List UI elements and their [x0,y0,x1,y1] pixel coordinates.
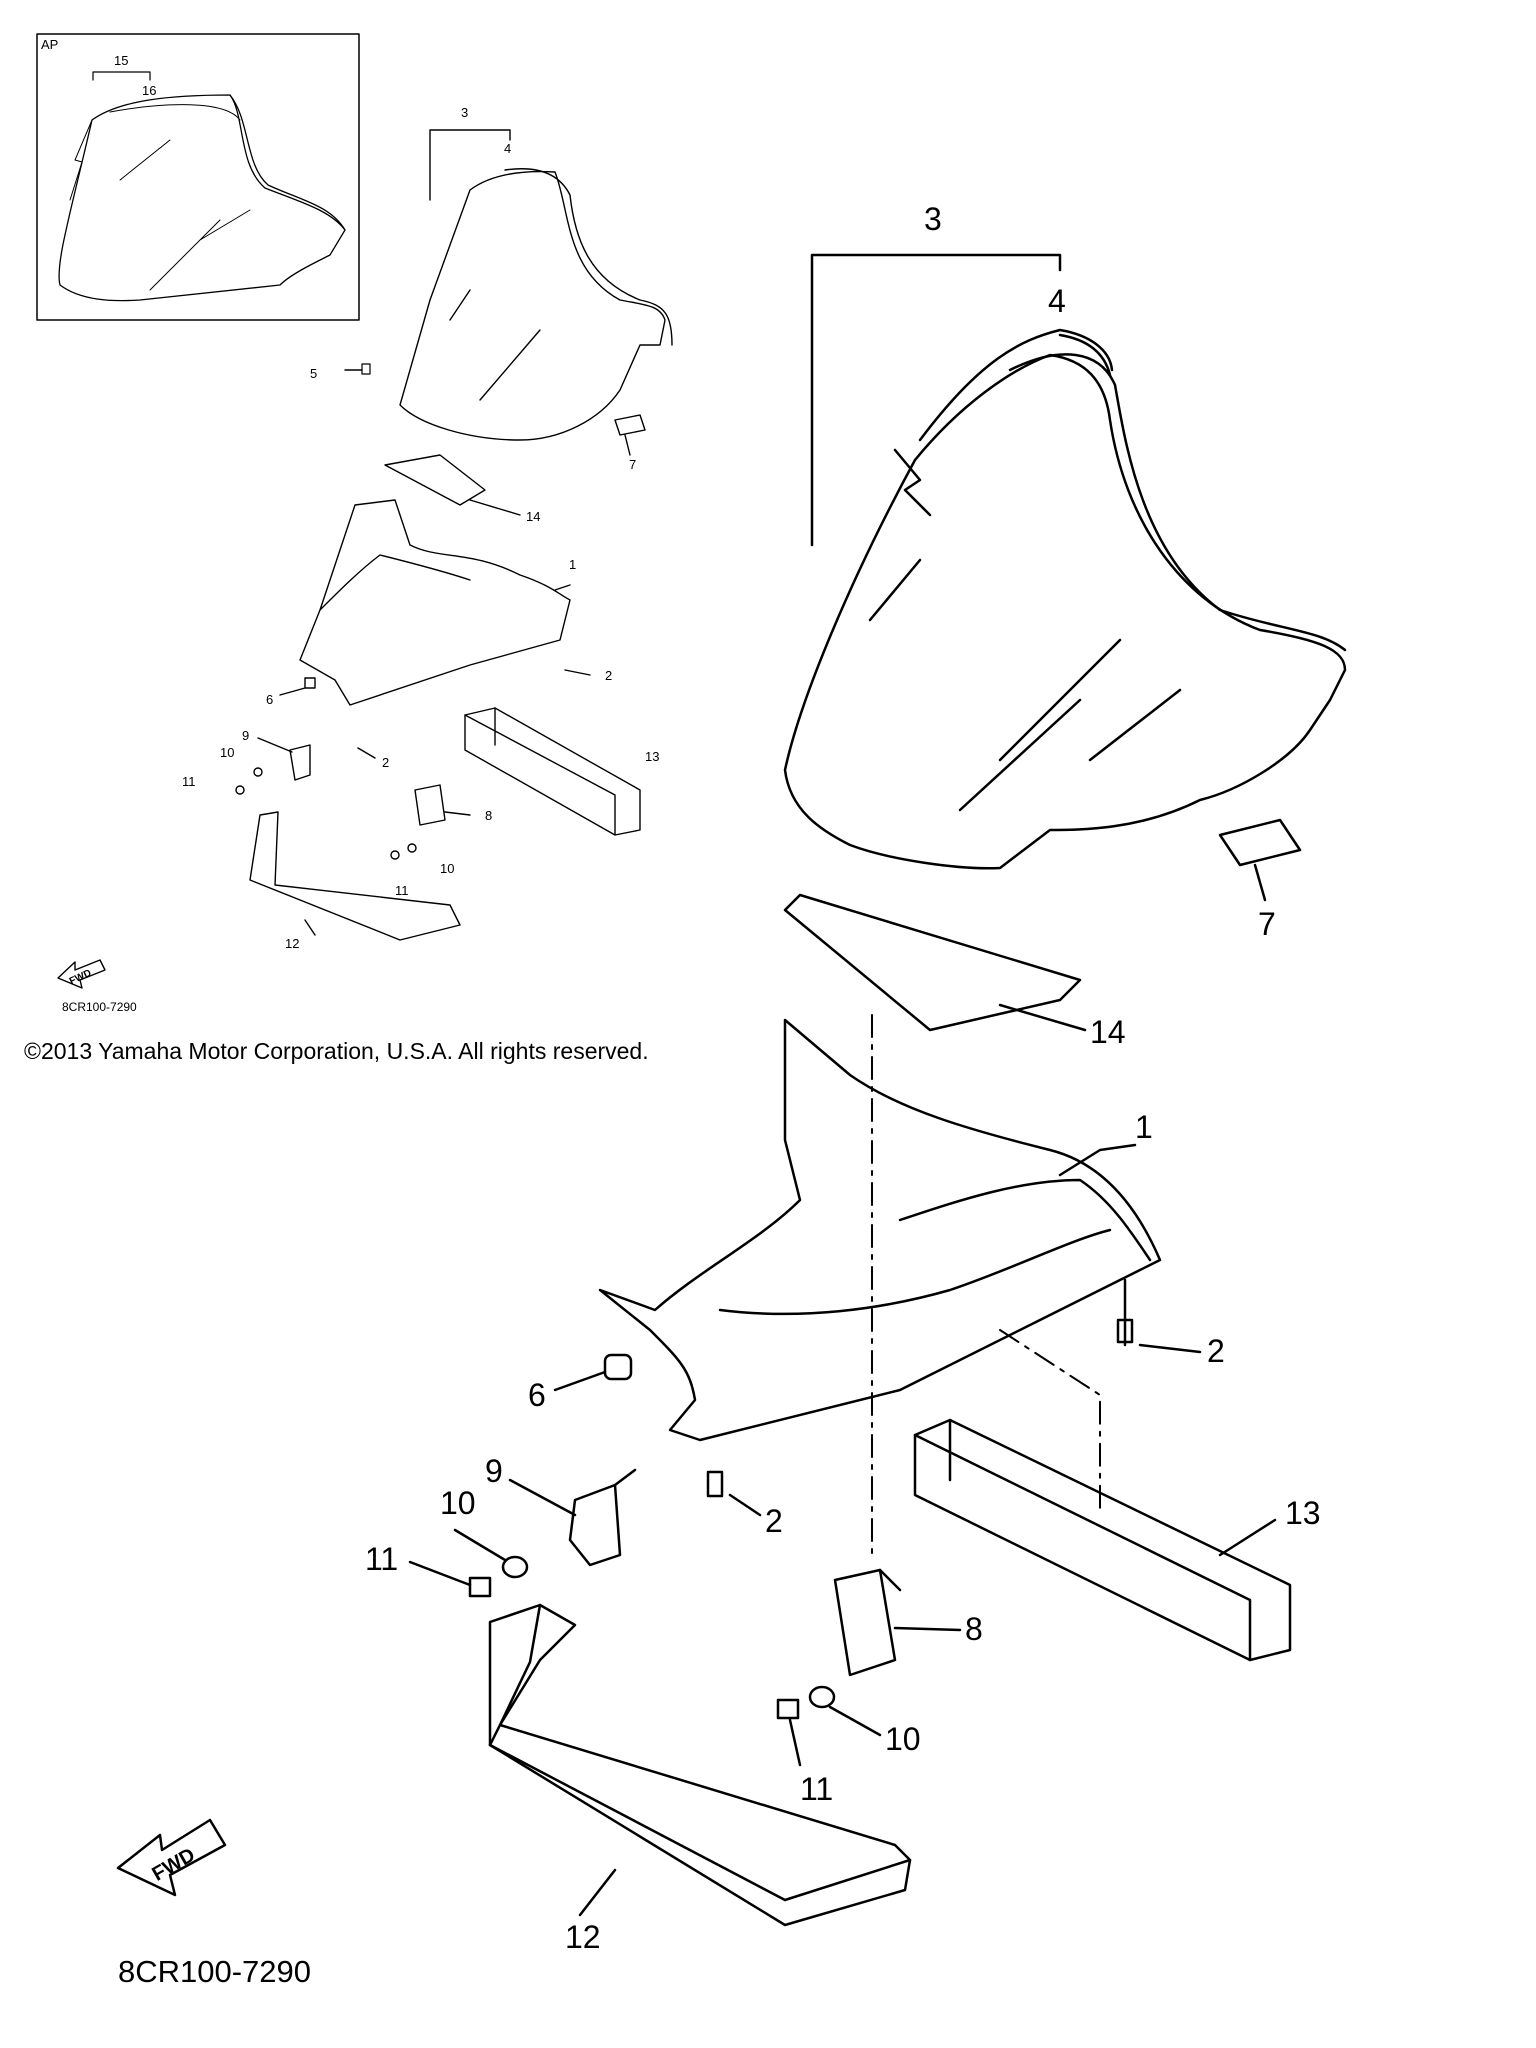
large-callout-9: 9 [485,1453,503,1489]
large-callout-7: 7 [1258,906,1276,942]
small-callout-8: 8 [485,808,492,823]
large-bumper [488,1603,912,1927]
large-diagram-code: 8CR100-7290 [118,1954,312,1989]
large-view: 3 4 7 14 1 [116,201,1347,1955]
callout-16: 16 [142,83,156,98]
small-callout-2a: 2 [605,668,612,683]
large-callout-1: 1 [1135,1109,1153,1145]
small-callout-11b: 11 [395,883,409,898]
large-cowling [598,1018,1162,1442]
fwd-arrow-icon [116,1818,227,1897]
large-callout-4: 4 [1048,283,1066,319]
small-windshield [399,170,666,441]
large-windshield [783,353,1347,870]
small-diagram-code: 8CR100-7290 [62,1000,137,1014]
large-callout-11: 11 [365,1541,398,1577]
large-callout-2a: 2 [1207,1333,1225,1369]
large-callout-2b: 2 [765,1503,783,1539]
large-callout-13: 13 [1285,1495,1321,1531]
small-callout-12: 12 [285,936,299,951]
small-callout-6: 6 [266,692,273,707]
inset-ap-panel: AP 15 16 [36,33,360,321]
large-callout-6: 6 [528,1377,546,1413]
small-callout-9: 9 [242,728,249,743]
small-callout-13: 13 [645,749,659,764]
small-callout-11: 11 [182,774,196,789]
large-callout-3: 3 [924,201,942,237]
small-callout-14: 14 [526,509,540,524]
inset-windshield [58,94,346,302]
small-callout-7: 7 [629,457,636,472]
small-cowling [299,499,571,706]
large-callout-12: 12 [565,1919,601,1955]
large-callout-11b: 11 [800,1771,833,1807]
small-view: 3 4 5 7 14 1 2 2 [57,105,673,989]
large-callout-14: 14 [1090,1014,1126,1050]
small-callout-4: 4 [504,141,511,156]
small-callout-3: 3 [461,105,468,120]
small-callout-2b: 2 [382,755,389,770]
large-callout-8: 8 [965,1611,983,1647]
copyright-notice: ©2013 Yamaha Motor Corporation, U.S.A. A… [24,1038,649,1064]
callout-15: 15 [114,53,128,68]
small-callout-10: 10 [220,745,234,760]
small-callout-1: 1 [569,557,576,572]
inset-label: AP [41,37,58,52]
small-callout-10b: 10 [440,861,454,876]
large-fwd-label: FWD [148,1844,198,1886]
large-callout-10b: 10 [885,1721,921,1757]
large-callout-10: 10 [440,1485,476,1521]
small-callout-5: 5 [310,366,317,381]
